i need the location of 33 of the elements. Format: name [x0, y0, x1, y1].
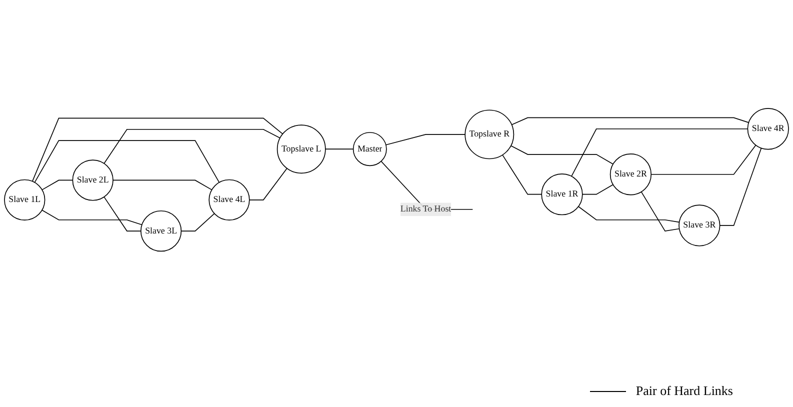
node-circle: Slave 2L	[72, 160, 114, 201]
connector	[325, 148, 354, 150]
connector	[180, 213, 215, 232]
connector	[640, 192, 680, 232]
node-circle: Slave 1L	[4, 180, 46, 221]
connector	[42, 210, 142, 226]
legend-text: Pair of Hard Links	[636, 383, 733, 399]
node-circle: Slave 4L	[208, 180, 250, 221]
connector	[249, 168, 288, 200]
connector	[34, 140, 220, 184]
connector	[112, 180, 212, 190]
connector	[385, 134, 466, 146]
connector	[578, 206, 680, 223]
connector	[511, 117, 750, 126]
connector	[42, 180, 74, 190]
node-circle: Topslave L	[276, 124, 326, 174]
connector	[650, 144, 756, 175]
connector	[571, 128, 748, 177]
node-circle: Slave 4R	[747, 108, 789, 150]
connector	[582, 184, 614, 195]
edge-label: Links To Host	[400, 204, 452, 214]
connector	[510, 145, 614, 165]
node-circle: Slave 1R	[541, 174, 583, 216]
connector	[719, 148, 762, 226]
node-circle: Topslave R	[464, 110, 514, 160]
node-circle: Slave 2R	[610, 154, 652, 196]
connector	[32, 118, 284, 182]
connector	[502, 154, 542, 195]
connector	[104, 196, 142, 232]
node-circle: Slave 3L	[140, 210, 182, 252]
node-circle: Slave 3R	[678, 204, 720, 246]
node-circle: Master	[352, 132, 387, 166]
connector	[104, 129, 280, 164]
